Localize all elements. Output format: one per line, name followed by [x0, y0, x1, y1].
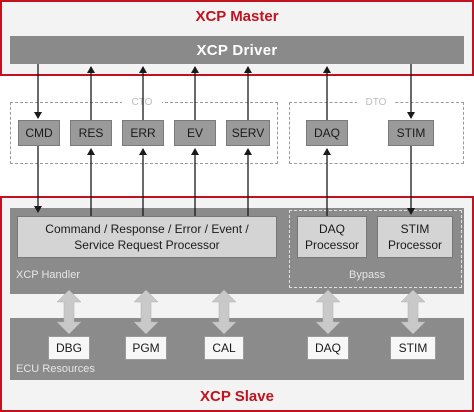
daq-processor-line2: Processor: [304, 238, 360, 252]
bidirectional-arrow-stim: [400, 289, 426, 335]
resource-dbg: DBG: [48, 336, 90, 360]
bidirectional-arrow-daq: [315, 289, 341, 335]
cto-label: CTO: [122, 97, 162, 108]
command-processor-line2: Service Request Processor: [74, 238, 220, 252]
command-processor-box: Command / Response / Error / Event / Ser…: [17, 216, 277, 258]
command-processor-line1: Command / Response / Error / Event /: [45, 221, 249, 236]
bidirectional-arrow-dbg: [56, 289, 82, 335]
bidirectional-arrow-pgm: [133, 289, 159, 335]
ecu-resources-label: ECU Resources: [16, 363, 95, 375]
dto-packet-stim: STIM: [388, 120, 434, 146]
resource-daq: DAQ: [307, 336, 349, 360]
xcp-driver-bar: XCP Driver: [10, 36, 464, 64]
xcp-master-title: XCP Master: [195, 8, 279, 25]
stim-processor-box: STIM Processor: [377, 216, 453, 258]
stim-processor-line2: Processor: [387, 238, 443, 252]
cto-packet-serv: SERV: [226, 120, 270, 146]
stim-processor-line1: STIM: [400, 221, 430, 236]
cto-packet-ev: EV: [174, 120, 216, 146]
resource-stim: STIM: [390, 336, 436, 360]
daq-processor-box: DAQ Processor: [297, 216, 367, 258]
bypass-group: [289, 210, 462, 288]
cto-packet-res: RES: [70, 120, 112, 146]
bypass-label: Bypass: [349, 269, 386, 281]
dto-label: DTO: [357, 97, 395, 108]
bidirectional-arrow-cal: [211, 289, 237, 335]
dto-packet-daq: DAQ: [306, 120, 348, 146]
xcp-slave-title: XCP Slave: [200, 388, 274, 405]
daq-processor-line1: DAQ: [318, 221, 345, 236]
resource-pgm: PGM: [125, 336, 167, 360]
resource-cal: CAL: [204, 336, 244, 360]
cto-packet-err: ERR: [122, 120, 164, 146]
xcp-handler-label: XCP Handler: [16, 269, 80, 281]
cto-packet-cmd: CMD: [18, 120, 60, 146]
